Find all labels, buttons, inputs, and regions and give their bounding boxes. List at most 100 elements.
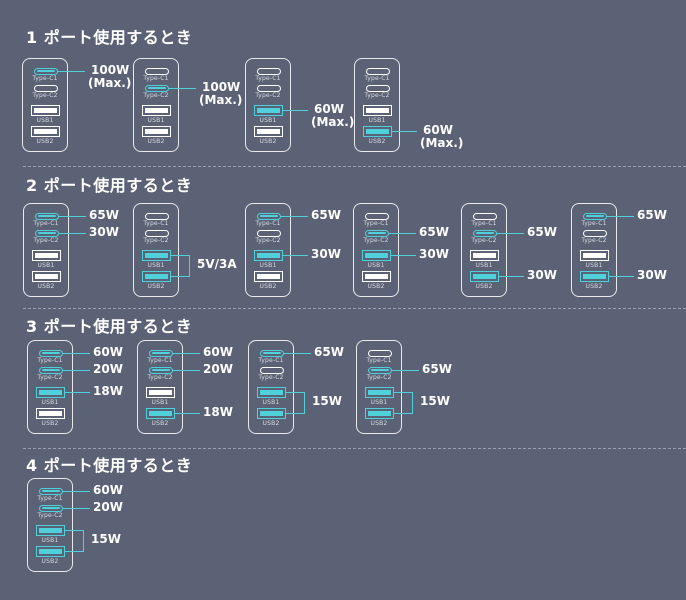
port-label: Type-C1 — [37, 357, 63, 364]
port-label: Type-C1 — [366, 357, 392, 364]
usb-a-port-active — [257, 408, 286, 419]
connector-line — [280, 215, 308, 217]
connector-line — [172, 352, 200, 354]
output-value: 18W — [93, 383, 123, 398]
usb-c-port — [368, 350, 392, 357]
output-value: 100W(Max.) — [88, 62, 131, 90]
port-label: USB2 — [585, 283, 603, 290]
usb-a-port-active — [142, 271, 171, 282]
output-value: 65W — [637, 207, 667, 222]
connector-line — [62, 507, 90, 509]
port-label: Type-C2 — [255, 92, 281, 99]
usb-c-port-active — [583, 213, 607, 220]
port-label: Type-C1 — [581, 220, 607, 227]
usb-a-port — [142, 105, 171, 116]
connector-line — [282, 109, 308, 111]
port-label: USB1 — [41, 399, 59, 406]
port-label: Type-C1 — [363, 220, 389, 227]
wattage: 100W — [91, 62, 130, 77]
usb-a-port — [31, 105, 60, 116]
port-label: Type-C1 — [255, 220, 281, 227]
connector-line — [282, 254, 308, 256]
port-label: USB1 — [259, 262, 277, 269]
connector-bracket — [393, 391, 413, 414]
wattage: 60W — [423, 122, 453, 137]
usb-c-port-active — [257, 213, 281, 220]
usb-a-port — [470, 250, 499, 261]
connector-line — [390, 254, 416, 256]
connector-line — [283, 352, 311, 354]
port-label: USB2 — [41, 558, 59, 565]
connector-bracket — [170, 254, 190, 277]
port-label: Type-C2 — [37, 512, 63, 519]
connector-line — [62, 490, 90, 492]
usb-a-port-active — [362, 250, 391, 261]
output-value: 5V/3A — [197, 257, 237, 271]
usb-a-port — [32, 271, 61, 282]
usb-c-port-active — [34, 68, 58, 75]
output-value: 60W — [93, 482, 123, 497]
port-label: USB2 — [36, 138, 54, 145]
port-label: USB2 — [475, 283, 493, 290]
usb-c-port-active — [260, 350, 284, 357]
output-value: 30W — [527, 267, 557, 282]
output-value: 60W — [203, 344, 233, 359]
wattage: 100W — [202, 79, 241, 94]
output-value: 65W — [527, 224, 557, 239]
port-label: USB1 — [41, 537, 59, 544]
port-label: USB2 — [259, 283, 277, 290]
port-label: USB1 — [147, 117, 165, 124]
max-note: (Max.) — [199, 92, 243, 107]
port-label: Type-C2 — [255, 237, 281, 244]
connector-line — [62, 369, 90, 371]
usb-a-port-active — [365, 408, 394, 419]
output-value: 15W — [91, 532, 121, 546]
usb-a-port-active — [36, 387, 65, 398]
port-label: USB1 — [37, 262, 55, 269]
connector-bracket — [285, 391, 305, 414]
output-value: 20W — [93, 361, 123, 376]
port-label: USB2 — [41, 420, 59, 427]
port-label: USB1 — [368, 117, 386, 124]
output-value: 30W — [89, 224, 119, 239]
port-label: USB1 — [259, 117, 277, 124]
port-label: Type-C1 — [32, 75, 58, 82]
connector-line — [62, 352, 90, 354]
usb-a-port — [31, 126, 60, 137]
usb-a-port-active — [363, 126, 392, 137]
output-value: 15W — [312, 394, 342, 408]
usb-c-port-active — [39, 505, 63, 512]
port-label: Type-C2 — [147, 374, 173, 381]
port-label: Type-C2 — [32, 92, 58, 99]
usb-a-port-active — [580, 271, 609, 282]
usb-c-port — [260, 367, 284, 374]
port-label: Type-C2 — [143, 237, 169, 244]
usb-c-port — [34, 85, 58, 92]
port-label: USB2 — [151, 420, 169, 427]
usb-a-port — [363, 105, 392, 116]
port-label: Type-C1 — [143, 220, 169, 227]
usb-c-port-active — [365, 230, 389, 237]
usb-a-port — [254, 126, 283, 137]
usb-c-port-active — [149, 367, 173, 374]
port-label: Type-C1 — [143, 75, 169, 82]
usb-c-port-active — [35, 230, 59, 237]
usb-a-port-active — [36, 546, 65, 557]
port-label: USB2 — [370, 420, 388, 427]
usb-c-port-active — [145, 85, 169, 92]
output-value: 20W — [93, 499, 123, 514]
port-label: Type-C2 — [581, 237, 607, 244]
connector-line — [64, 391, 90, 393]
port-label: Type-C2 — [471, 237, 497, 244]
usb-c-port — [257, 230, 281, 237]
output-value: 65W — [314, 344, 344, 359]
connector-line — [606, 215, 634, 217]
usb-a-port — [254, 271, 283, 282]
